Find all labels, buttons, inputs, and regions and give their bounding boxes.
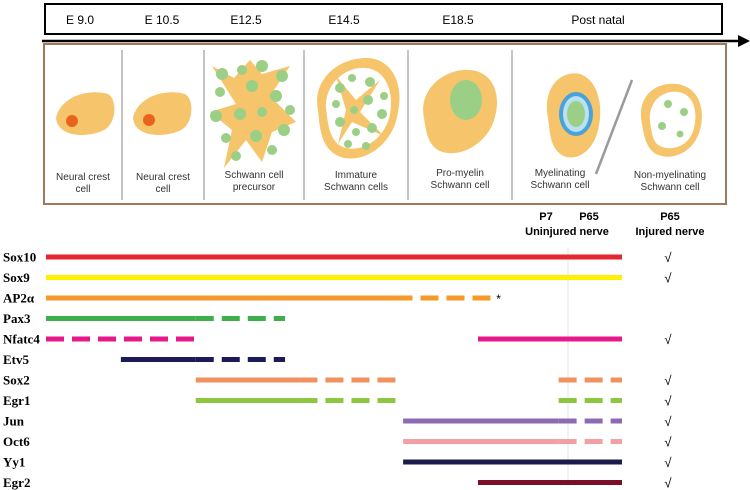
injured-check-mark: √ xyxy=(664,332,672,347)
schwann-cell-precursor xyxy=(210,60,296,168)
immature-schwann-cells xyxy=(317,58,400,159)
gene-label: Nfatc4 xyxy=(3,332,40,347)
non-myelinating-schwann-cell xyxy=(640,83,702,157)
gene-label: Oct6 xyxy=(3,434,30,449)
gene-label: Egr1 xyxy=(3,393,30,408)
gene-label: Sox9 xyxy=(3,270,30,285)
caption-non-myelinating-line2: Schwann cell xyxy=(641,182,700,193)
stage-e12-5: E12.5 xyxy=(230,13,262,27)
pro-myelin-schwann-cell xyxy=(423,69,497,154)
caption-myelinating-line2: Schwann cell xyxy=(531,180,590,191)
caption-neural-crest-2-line2: cell xyxy=(155,184,170,195)
caption-neural-crest-1-line2: cell xyxy=(75,184,90,195)
caption-neural-crest-2-line1: Neural crest xyxy=(136,172,190,183)
caption-pro-myelin-line2: Schwann cell xyxy=(431,180,490,191)
gene-label: Sox2 xyxy=(3,373,30,388)
injured-check-mark: √ xyxy=(664,476,672,490)
injured-check-mark: √ xyxy=(664,271,672,286)
injured-check-mark: √ xyxy=(664,455,672,470)
caption-neural-crest-1-line1: Neural crest xyxy=(56,172,110,183)
header-p65: P65 xyxy=(579,211,599,223)
gene-label: Sox10 xyxy=(3,250,36,265)
caption-immature-line1: Immature xyxy=(335,170,378,181)
separator-slash xyxy=(594,79,634,175)
asterisk-mark: * xyxy=(496,292,501,306)
caption-pro-myelin-line1: Pro-myelin xyxy=(436,168,484,179)
caption-non-myelinating-line1: Non-myelinating xyxy=(634,170,706,181)
stage-e9: E 9.0 xyxy=(66,13,94,27)
timeline-arrow-head xyxy=(738,35,750,47)
gene-label: Yy1 xyxy=(3,455,25,470)
neural-crest-cell-2 xyxy=(133,92,192,135)
gene-label: AP2α xyxy=(3,291,35,306)
stage-e18-5: E18.5 xyxy=(442,13,474,27)
gene-label: Etv5 xyxy=(3,352,30,367)
injured-check-mark: √ xyxy=(664,414,672,429)
myelinating-schwann-cell xyxy=(546,73,601,158)
injured-check-mark: √ xyxy=(664,373,672,388)
injured-check-mark: √ xyxy=(664,435,672,450)
gene-label: Pax3 xyxy=(3,311,31,326)
injured-check-mark: √ xyxy=(664,250,672,265)
header-uninjured-nerve: Uninjured nerve xyxy=(525,226,609,238)
caption-myelinating-line1: Myelinating xyxy=(535,168,586,179)
gene-label: Jun xyxy=(3,414,25,429)
injured-check-mark: √ xyxy=(664,394,672,409)
header-injured-nerve: Injured nerve xyxy=(635,226,704,238)
gene-label: Egr2 xyxy=(3,475,30,490)
stage-postnatal: Post natal xyxy=(571,13,624,27)
header-p7: P7 xyxy=(539,211,552,223)
timeline-box xyxy=(44,3,723,35)
caption-precursor-line2: precursor xyxy=(233,182,276,193)
caption-immature-line2: Schwann cells xyxy=(324,182,388,193)
stage-e14-5: E14.5 xyxy=(328,13,360,27)
stage-e10-5: E 10.5 xyxy=(145,13,180,27)
header-p65-injured: P65 xyxy=(660,211,680,223)
neural-crest-cell-1 xyxy=(56,92,115,135)
caption-precursor-line1: Schwann cell xyxy=(225,170,284,181)
